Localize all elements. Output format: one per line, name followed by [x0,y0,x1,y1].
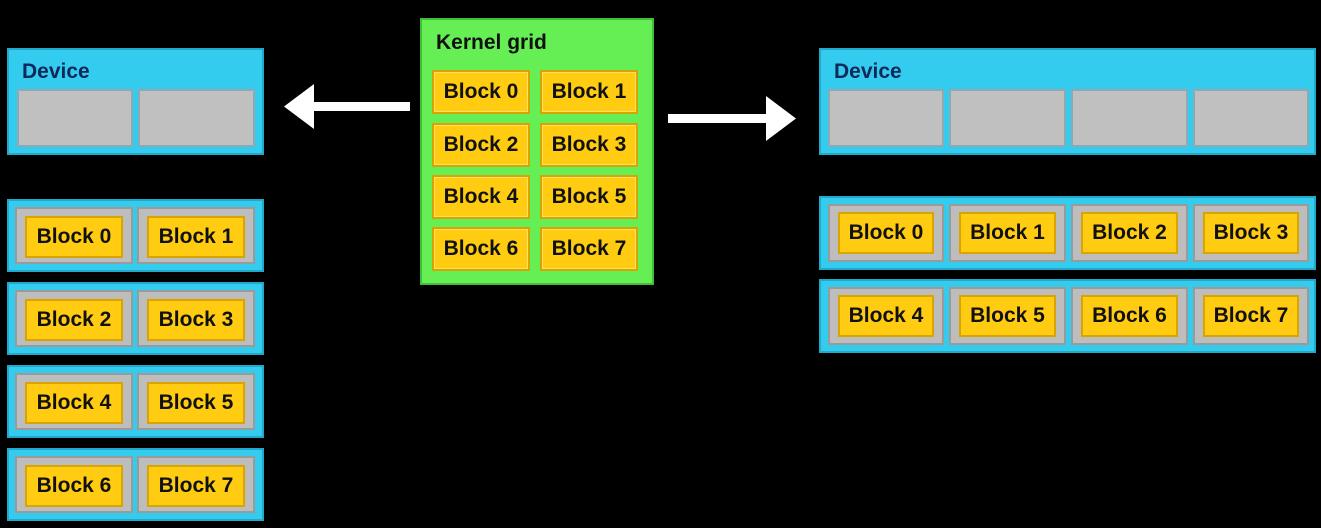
right-block: Block 7 [1203,295,1299,337]
right-device-slot [949,89,1066,147]
kernel-block-2: Block 2 [432,123,530,167]
left-device-slot [17,89,133,147]
left-block: Block 0 [25,216,123,258]
left-arrow-shaft [308,102,410,111]
kernel-grid-title: Kernel grid [436,31,547,54]
left-block: Block 3 [147,299,245,341]
right-block: Block 1 [959,212,1056,254]
kernel-block-4: Block 4 [432,175,530,219]
kernel-block-0: Block 0 [432,70,530,114]
left-device-title: Device [22,60,90,83]
kernel-block-6: Block 6 [432,227,530,271]
left-block: Block 2 [25,299,123,341]
kernel-block-7: Block 7 [540,227,638,271]
right-device-title: Device [834,60,902,83]
left-block: Block 1 [147,216,245,258]
left-device-slot [138,89,255,147]
left-arrow-icon [284,84,314,129]
kernel-block-3: Block 3 [540,123,638,167]
left-block: Block 4 [25,382,123,424]
right-block: Block 2 [1081,212,1178,254]
right-block: Block 4 [838,295,934,337]
left-block: Block 7 [147,465,245,507]
right-device-slot [1071,89,1188,147]
right-block: Block 6 [1081,295,1178,337]
left-block: Block 5 [147,382,245,424]
left-block: Block 6 [25,465,123,507]
right-block: Block 3 [1203,212,1299,254]
right-block: Block 5 [959,295,1056,337]
right-arrow-icon [766,96,796,141]
kernel-block-1: Block 1 [540,70,638,114]
kernel-block-5: Block 5 [540,175,638,219]
right-block: Block 0 [838,212,934,254]
right-device-slot [1193,89,1309,147]
right-device-slot [828,89,944,147]
right-arrow-shaft [668,114,770,123]
